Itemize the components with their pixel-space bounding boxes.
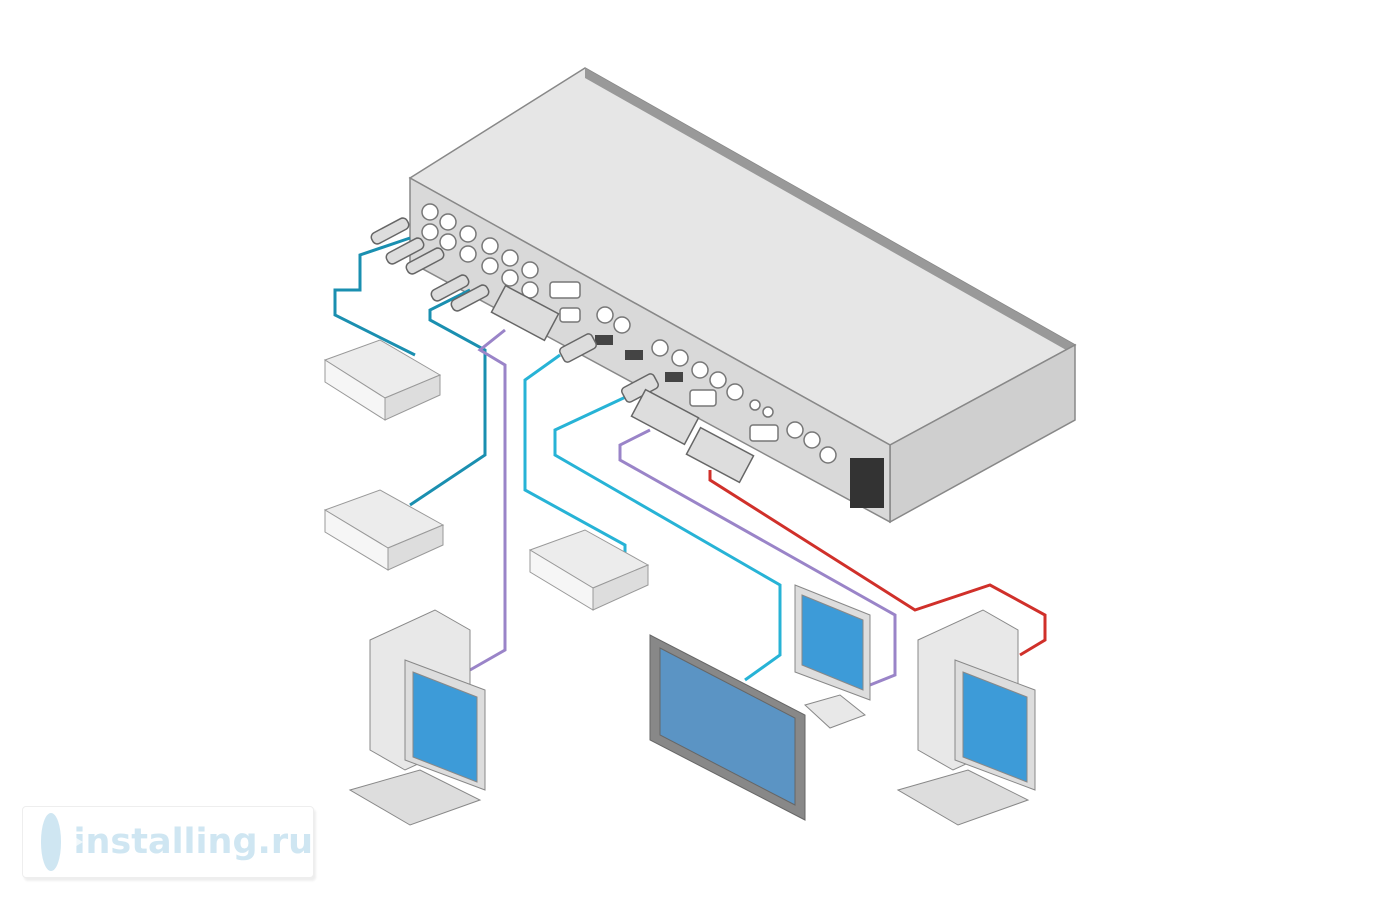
cable-cyan-2 xyxy=(553,393,782,682)
cable-red xyxy=(708,470,1047,657)
watermark-logo-icon xyxy=(41,813,84,871)
computer-right xyxy=(896,609,1036,826)
cable-teal-2 xyxy=(409,288,487,507)
source-player-3 xyxy=(528,529,650,611)
watermark: installing.ru xyxy=(22,806,314,878)
computer-left xyxy=(348,609,486,826)
cable-purple-1 xyxy=(469,328,507,672)
cable-cyan-1 xyxy=(523,353,627,555)
cable-teal-1 xyxy=(333,236,416,357)
power-socket xyxy=(850,458,884,508)
monitor xyxy=(794,584,871,729)
connector-panel xyxy=(421,203,837,464)
watermark-text: installing.ru xyxy=(73,822,313,862)
switcher-device xyxy=(408,67,1077,524)
source-player-1 xyxy=(323,339,442,421)
cable-purple-2 xyxy=(618,428,897,687)
source-player-2 xyxy=(323,489,445,571)
flat-panel-display xyxy=(649,634,806,821)
